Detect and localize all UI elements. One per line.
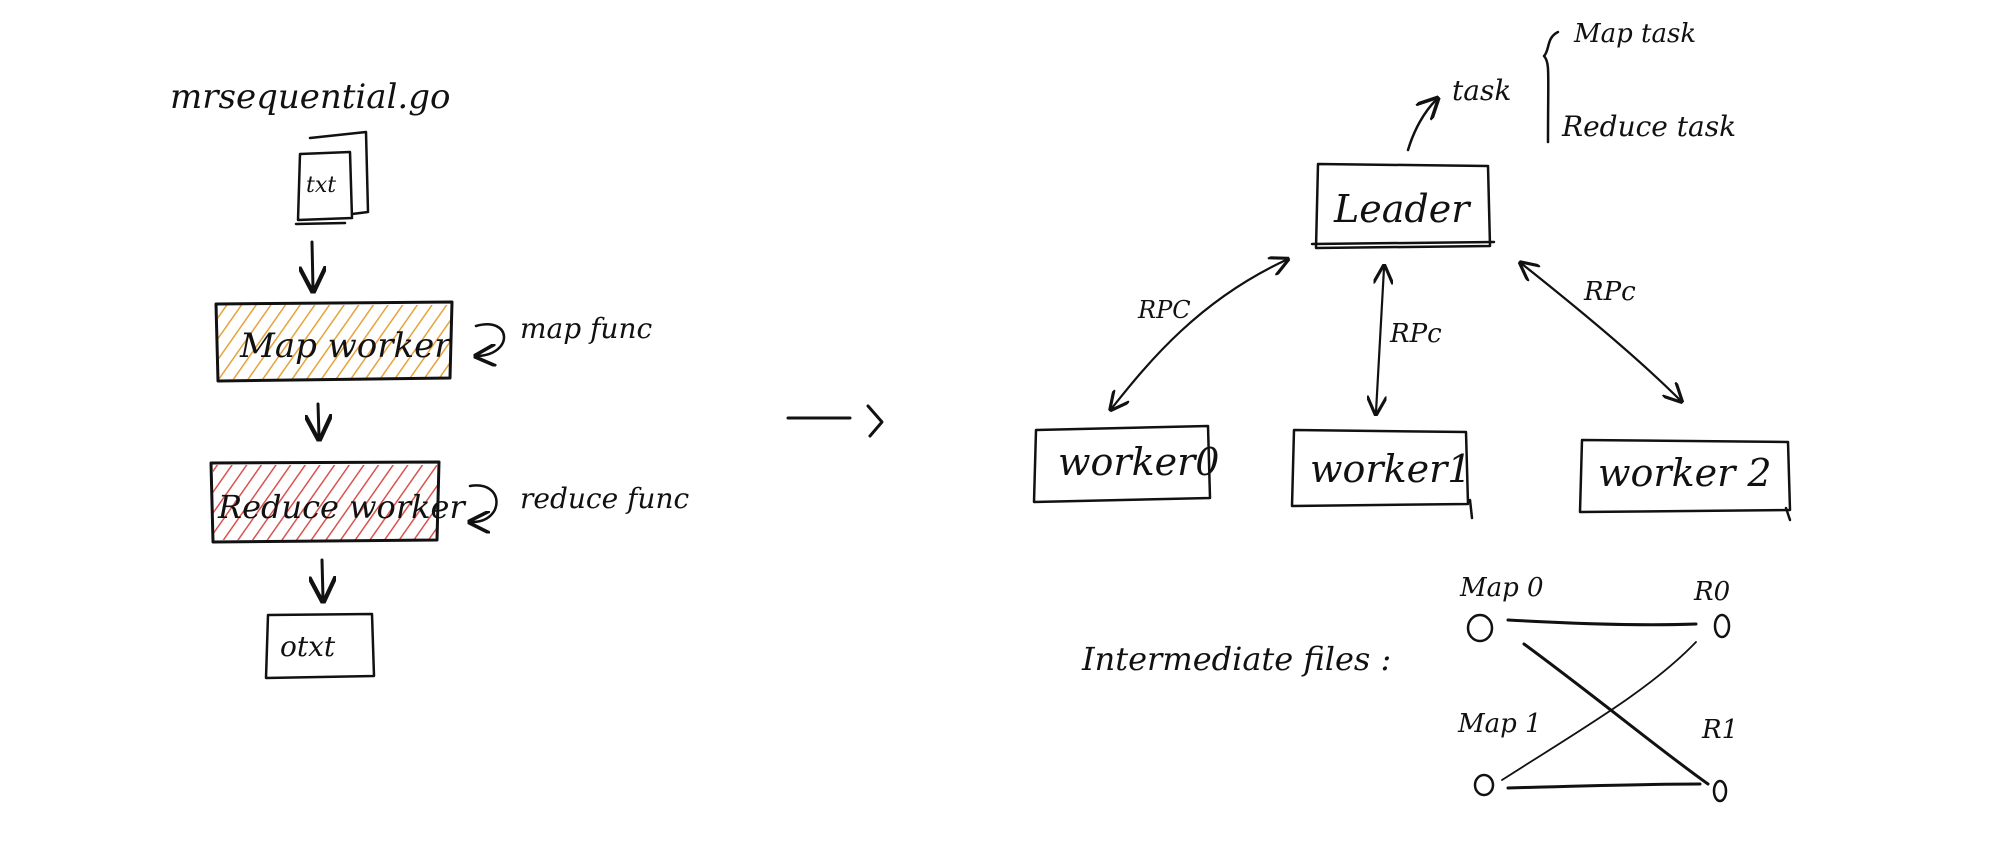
reduce-worker-box xyxy=(209,460,441,544)
arrow-reduce-to-output xyxy=(322,558,323,598)
map0-node xyxy=(1466,613,1494,643)
map0-label: Map 0 xyxy=(1459,573,1544,603)
worker1-box xyxy=(1290,428,1470,508)
reduce-worker-label: Reduce worker xyxy=(217,488,466,526)
arrow-leader-to-task xyxy=(1406,100,1436,152)
r0-node xyxy=(1713,613,1731,639)
rpc-label-worker0: RPC xyxy=(1137,296,1191,324)
map-func-loop-arrow xyxy=(476,323,506,356)
map1-label: Map 1 xyxy=(1457,709,1542,739)
rpc-arrow-worker2 xyxy=(1522,264,1680,400)
rpc-arrow-worker0 xyxy=(1112,260,1286,408)
input-file-label: txt xyxy=(306,173,336,198)
worker2-box xyxy=(1578,438,1792,514)
edge-map0-r1 xyxy=(1522,642,1710,786)
leader-label: Leader xyxy=(1333,187,1472,231)
map-worker-box xyxy=(214,300,454,383)
task-type-reduce: Reduce task xyxy=(1561,110,1736,143)
task-label: task xyxy=(1452,74,1511,107)
output-file-label: otxt xyxy=(280,630,336,663)
arrow-map-to-reduce xyxy=(318,402,319,436)
map-func-label: map func xyxy=(520,312,652,345)
rpc-label-worker1: RPc xyxy=(1389,319,1442,349)
intermediate-files-label: Intermediate files : xyxy=(1081,640,1391,678)
r0-label: R0 xyxy=(1693,577,1730,607)
rpc-arrow-worker1 xyxy=(1376,268,1384,412)
edge-map1-r1 xyxy=(1506,782,1702,790)
worker0-box xyxy=(1032,424,1212,504)
output-file-box xyxy=(264,612,376,680)
worker1-label: worker1 xyxy=(1310,447,1471,491)
arrow-input-to-map xyxy=(312,240,313,288)
reduce-func-label: reduce func xyxy=(520,482,689,515)
map1-node xyxy=(1473,773,1495,797)
reduce-func-loop-arrow xyxy=(470,484,498,522)
transition-arrow xyxy=(786,404,884,438)
worker0-label: worker0 xyxy=(1058,440,1219,484)
edge-map1-r0 xyxy=(1501,641,1697,781)
map-worker-label: Map worker xyxy=(239,326,452,366)
task-type-map: Map task xyxy=(1573,19,1696,49)
rpc-label-worker2: RPc xyxy=(1583,277,1636,307)
edge-map0-r0 xyxy=(1506,618,1698,627)
input-file-icon xyxy=(294,130,370,226)
r1-node xyxy=(1712,779,1728,803)
worker2-label: worker 2 xyxy=(1598,451,1772,495)
r1-label: R1 xyxy=(1701,715,1738,745)
sequential-title: mrsequential.go xyxy=(170,77,450,117)
leader-box xyxy=(1314,162,1492,250)
task-type-brace xyxy=(1542,30,1560,144)
